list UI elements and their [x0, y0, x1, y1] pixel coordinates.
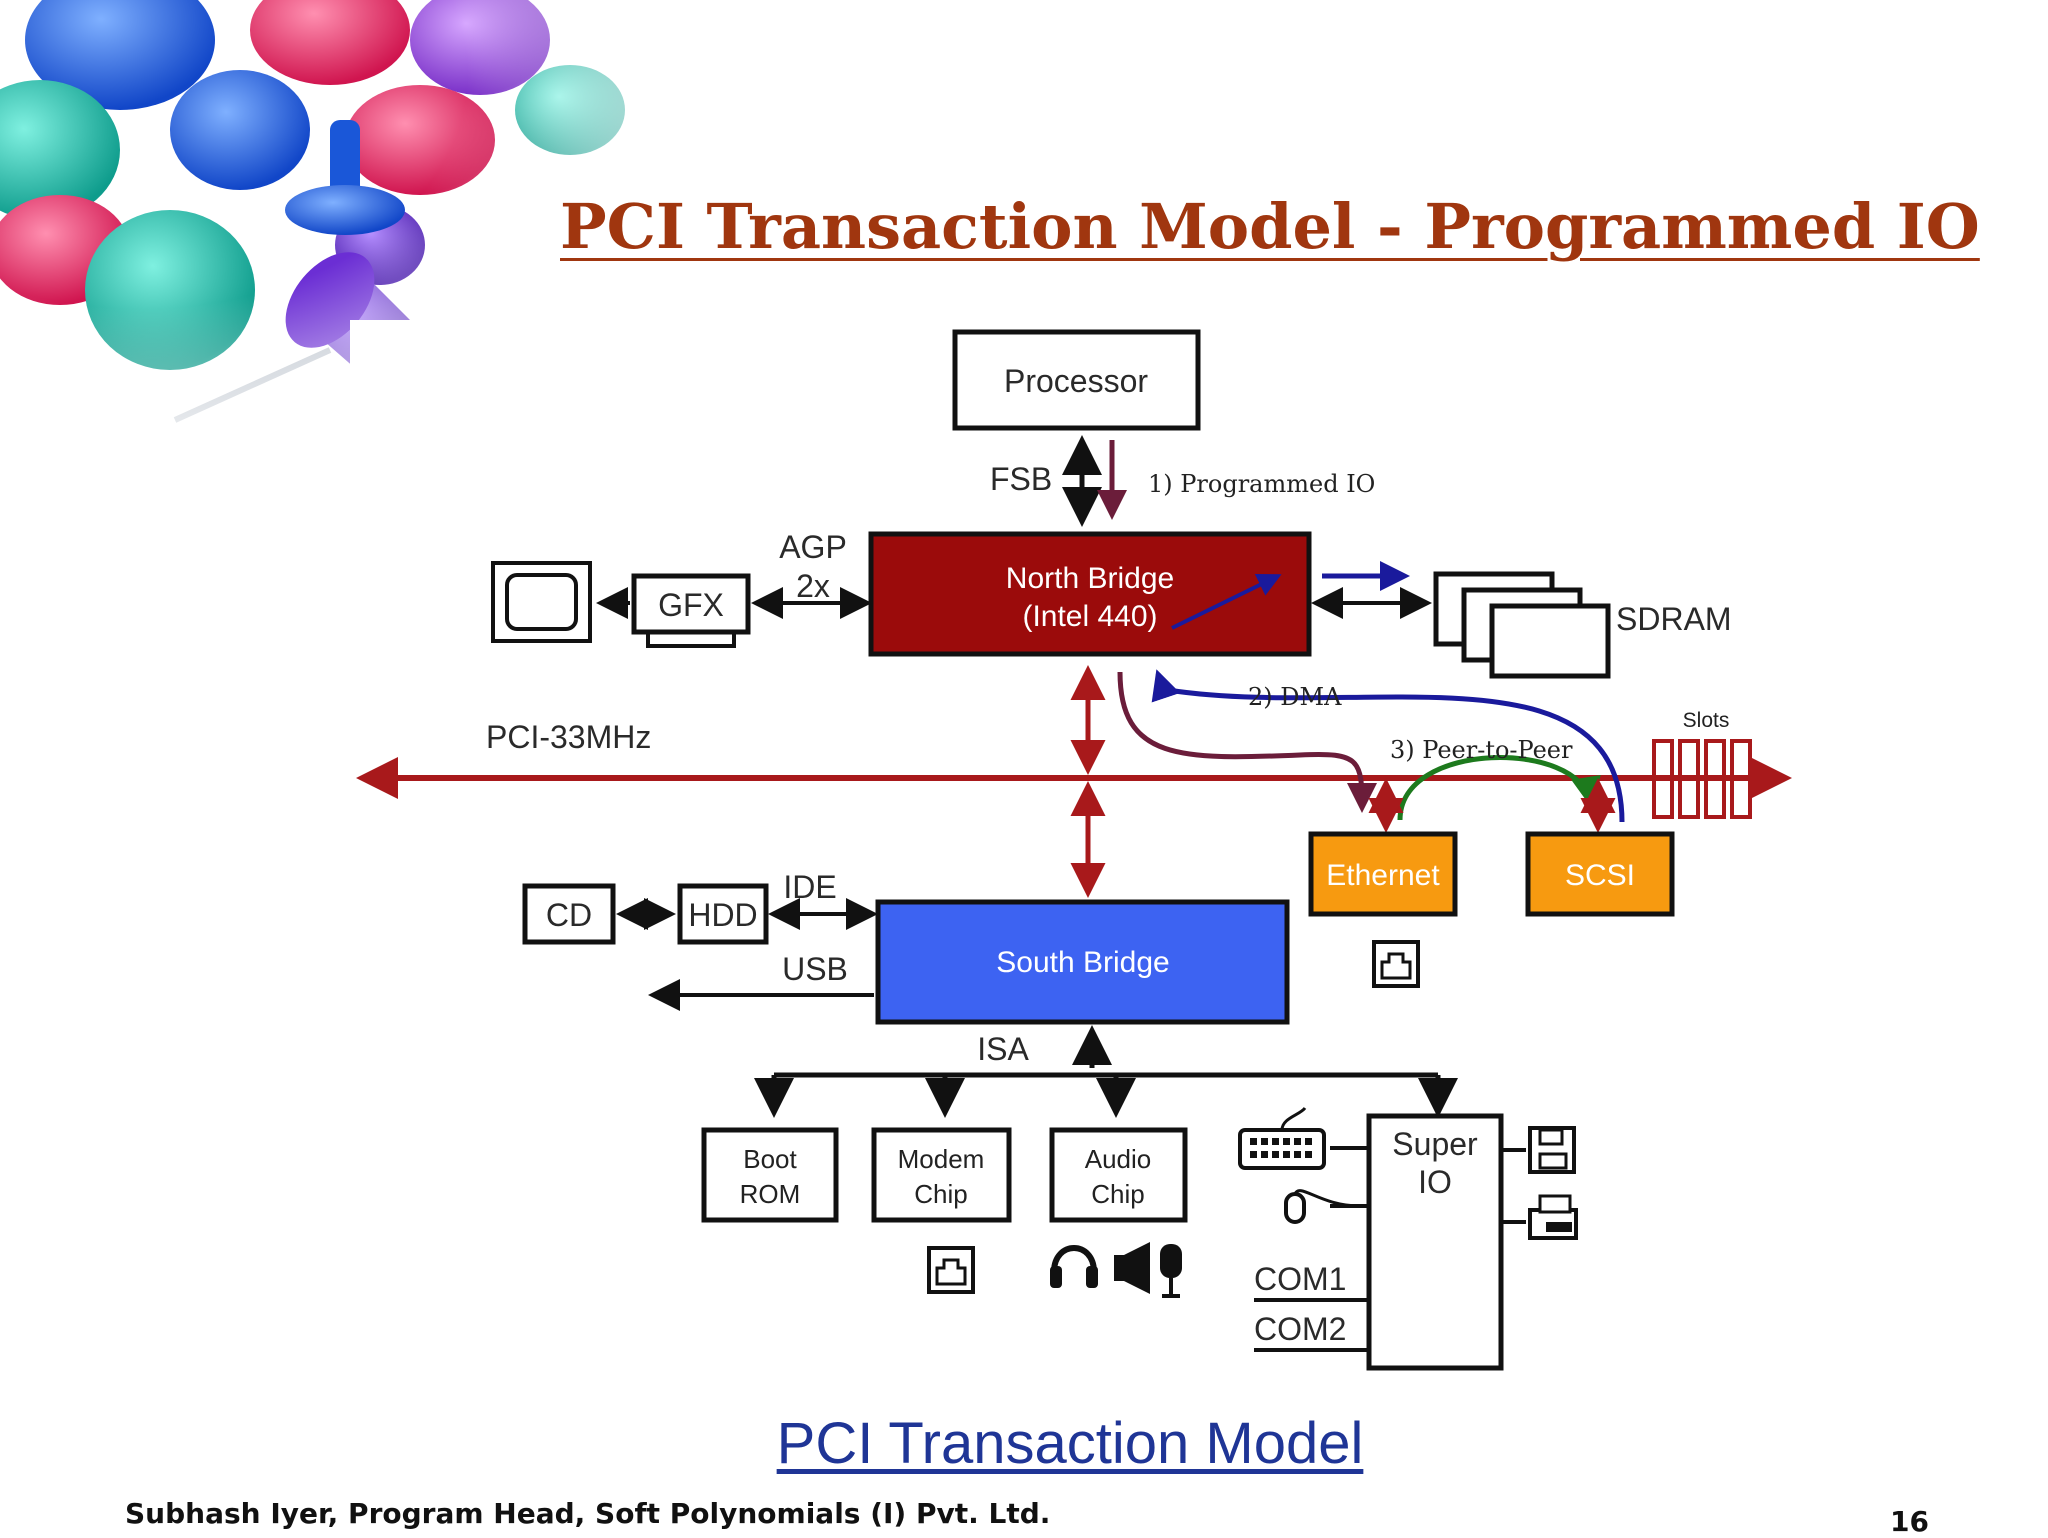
- programmed-io-path: [1117, 671, 1377, 813]
- programmed-io-label: 1) Programmed IO: [1148, 470, 1375, 498]
- slide-title: PCI Transaction Model - Programmed IO: [560, 190, 1980, 263]
- dma-path: [1151, 669, 1625, 823]
- sdram-label: SDRAM: [1616, 601, 1732, 637]
- modem-sublabel: Chip: [914, 1179, 967, 1209]
- agp-speed-label: 2x: [796, 568, 830, 604]
- north-bridge-node: North Bridge (Intel 440): [868, 531, 1312, 657]
- footer-credit: Subhash Iyer, Program Head, Soft Polynom…: [125, 1497, 1051, 1530]
- hdd-node: HDD: [677, 883, 769, 945]
- peer-to-peer-label: 3) Peer-to-Peer: [1390, 736, 1573, 764]
- speaker-icon: [1114, 1242, 1150, 1294]
- ide-label: IDE: [783, 869, 836, 905]
- scsi-label: SCSI: [1565, 859, 1635, 892]
- north-bridge-sublabel: (Intel 440): [1022, 600, 1157, 633]
- printer-icon: [1528, 1194, 1578, 1240]
- keyboard-icon: [1238, 1106, 1326, 1170]
- modem-label: Modem: [898, 1144, 985, 1174]
- boot-rom-node: Boot ROM: [701, 1127, 839, 1223]
- gfx-label: GFX: [658, 587, 724, 623]
- usb-label: USB: [782, 951, 848, 987]
- slots-label: Slots: [1683, 709, 1730, 732]
- com2-label: COM2: [1254, 1311, 1346, 1347]
- super-io-label: Super: [1392, 1126, 1478, 1162]
- ethernet-node: Ethernet: [1308, 831, 1458, 917]
- agp-label: AGP: [779, 529, 847, 565]
- headphones-icon: [1050, 1245, 1098, 1288]
- processor-node: Processor: [952, 329, 1201, 431]
- south-bridge-node: South Bridge: [875, 899, 1290, 1025]
- isa-label: ISA: [977, 1031, 1029, 1067]
- super-io-sublabel: IO: [1418, 1164, 1452, 1200]
- modem-jack-icon: [927, 1246, 975, 1294]
- gfx-node: GFX: [631, 573, 751, 648]
- audio-sublabel: Chip: [1091, 1179, 1144, 1209]
- sdram-node: [1433, 571, 1611, 679]
- audio-label: Audio: [1085, 1144, 1152, 1174]
- floppy-disk-icon: [1528, 1126, 1576, 1174]
- boot-rom-label: Boot: [743, 1144, 797, 1174]
- north-bridge-label: North Bridge: [1006, 562, 1174, 595]
- cd-label: CD: [546, 897, 592, 933]
- cd-node: CD: [522, 883, 616, 945]
- dma-label: 2) DMA: [1248, 683, 1342, 711]
- pci-bus-label: PCI-33MHz: [486, 719, 651, 755]
- hdd-label: HDD: [688, 897, 757, 933]
- boot-rom-sublabel: ROM: [740, 1179, 801, 1209]
- processor-label: Processor: [1004, 363, 1148, 399]
- south-bridge-label: South Bridge: [996, 946, 1169, 979]
- fsb-label: FSB: [990, 461, 1052, 497]
- dma-to-memory-arrow: [1171, 574, 1282, 630]
- microphone-icon: [1160, 1244, 1182, 1298]
- page-number: 16: [1890, 1505, 1929, 1538]
- scsi-node: SCSI: [1525, 831, 1675, 917]
- modem-chip-node: Modem Chip: [871, 1127, 1012, 1223]
- monitor-icon: [491, 561, 592, 643]
- ethernet-jack-icon: [1372, 940, 1420, 988]
- super-io-node: Super IO: [1366, 1113, 1504, 1371]
- pushpins-image: [0, 0, 700, 500]
- isa-bus: [754, 1072, 1458, 1118]
- ethernet-label: Ethernet: [1326, 859, 1440, 892]
- peer-to-peer-path: [1397, 755, 1601, 821]
- com1-label: COM1: [1254, 1261, 1346, 1297]
- diagram-caption-link[interactable]: PCI Transaction Model: [776, 1411, 1364, 1476]
- pci-slots: [1652, 739, 1752, 819]
- audio-chip-node: Audio Chip: [1049, 1127, 1188, 1223]
